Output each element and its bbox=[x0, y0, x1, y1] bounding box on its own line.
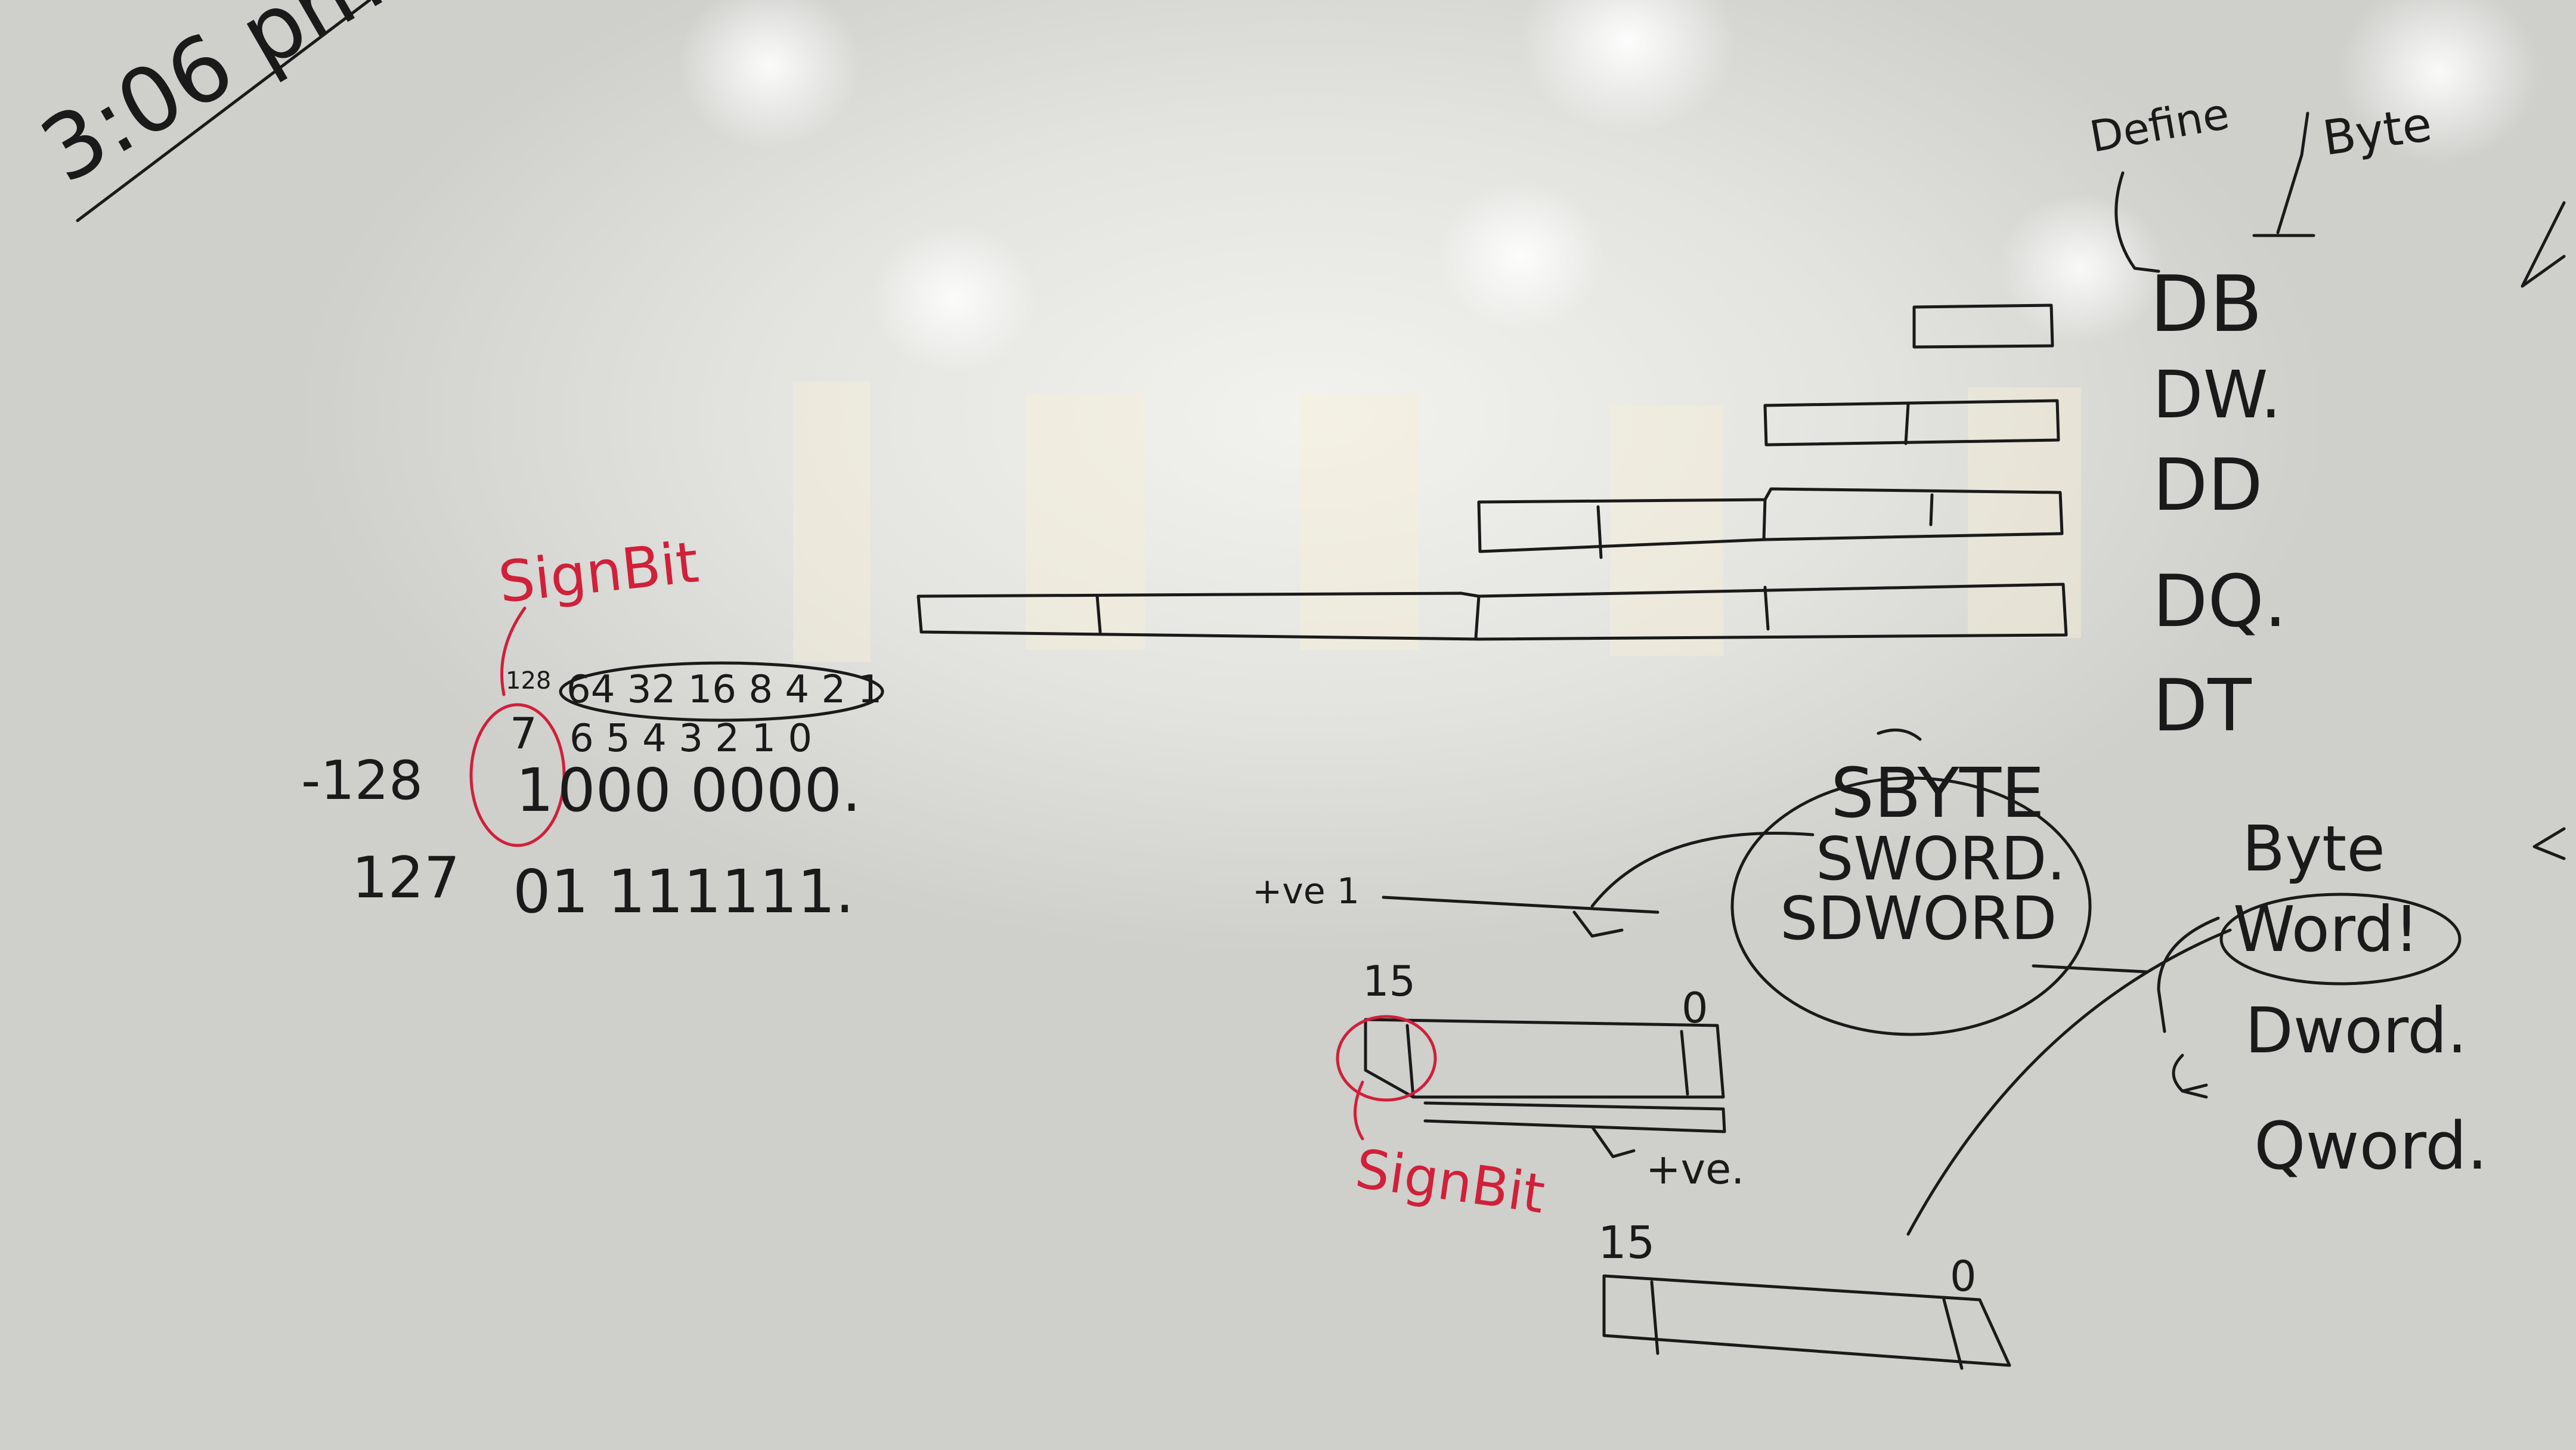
signed-types-circle bbox=[1730, 776, 2092, 1036]
signed-type-sbyte: SBYTE bbox=[1831, 754, 2045, 834]
signed-type-sdword: SDWORD bbox=[1780, 884, 2057, 953]
define-label: Define bbox=[2086, 88, 2233, 162]
place-values-circle bbox=[559, 661, 884, 722]
directive-dq: DQ. bbox=[2153, 560, 2287, 643]
pos-bits: 01 111111. bbox=[513, 857, 854, 927]
sign-bit-circle-bottom bbox=[1336, 1015, 1437, 1102]
signed-type-sword: SWORD. bbox=[1816, 824, 2066, 894]
directive-dd: DD bbox=[2153, 444, 2263, 527]
dw-box bbox=[1763, 399, 2060, 447]
bit-index-7: 7 bbox=[510, 708, 537, 758]
sign-bit-circle-top bbox=[469, 703, 566, 847]
sbyte-arrowhead bbox=[1572, 910, 1624, 938]
neg-bits: 000 0000. bbox=[558, 755, 861, 825]
unsigned-type-dword: Dword. bbox=[2245, 994, 2467, 1067]
word-bracket bbox=[2157, 916, 2220, 1033]
register-lower bbox=[1602, 1274, 2011, 1370]
pos-value: 127 bbox=[352, 845, 460, 911]
window-reflection bbox=[793, 382, 871, 662]
directive-dw: DW. bbox=[2153, 357, 2281, 433]
window-reflection bbox=[1610, 405, 1723, 656]
db-box bbox=[1912, 303, 2054, 349]
window-reflection bbox=[1300, 394, 1419, 650]
positive-arrow-note: +ve. bbox=[1646, 1145, 1744, 1194]
window-reflection bbox=[1026, 394, 1145, 650]
word-circle bbox=[2219, 893, 2462, 986]
dd-box bbox=[1477, 487, 2064, 559]
neg-lead-bit: 1 bbox=[516, 755, 554, 825]
word-long-line bbox=[1906, 928, 2232, 1236]
positive-arrow bbox=[1590, 1125, 1636, 1158]
positive-line bbox=[1382, 896, 1659, 914]
sdword-connector bbox=[2032, 964, 2148, 974]
place-value-128: 128 bbox=[506, 667, 551, 695]
define-bracket bbox=[2114, 171, 2160, 273]
edge-mark bbox=[2521, 201, 2566, 288]
directive-dt: DT bbox=[2153, 665, 2252, 748]
unsigned-type-qword: Qword. bbox=[2254, 1108, 2488, 1184]
place-values: 64 32 16 8 4 2 1 bbox=[566, 668, 882, 712]
word-bracket-tail bbox=[2172, 1054, 2208, 1099]
edge-mark bbox=[2532, 827, 2566, 860]
sbyte-arrow bbox=[1590, 832, 1815, 908]
register-lower-low: 0 bbox=[1950, 1252, 1977, 1301]
byte-bracket bbox=[2252, 111, 2315, 237]
unsigned-type-word: Word! bbox=[2233, 893, 2419, 966]
byte-label: Byte bbox=[2320, 96, 2435, 166]
time-underline bbox=[76, 0, 371, 222]
positive-note: +ve 1 bbox=[1252, 870, 1360, 912]
sign-bit-arrow-bottom bbox=[1354, 1080, 1364, 1141]
sign-bit-arrow-top bbox=[500, 606, 527, 696]
register-upper-high: 15 bbox=[1363, 957, 1416, 1006]
sign-bit-label-top: SignBit bbox=[496, 529, 702, 616]
time-stamp: 3:06 pm bbox=[24, 0, 400, 203]
directive-db: DB bbox=[2150, 259, 2262, 349]
circle-tail bbox=[1877, 728, 1922, 741]
register-lower-high: 15 bbox=[1598, 1216, 1655, 1269]
neg-value: -128 bbox=[301, 749, 423, 812]
bit-indices: 6 5 4 3 2 1 0 bbox=[569, 717, 812, 761]
sign-bit-label-bottom: SignBit bbox=[1352, 1138, 1549, 1226]
dq-box bbox=[917, 583, 2068, 641]
unsigned-type-byte: Byte bbox=[2242, 813, 2385, 885]
register-upper bbox=[1364, 1018, 1726, 1133]
